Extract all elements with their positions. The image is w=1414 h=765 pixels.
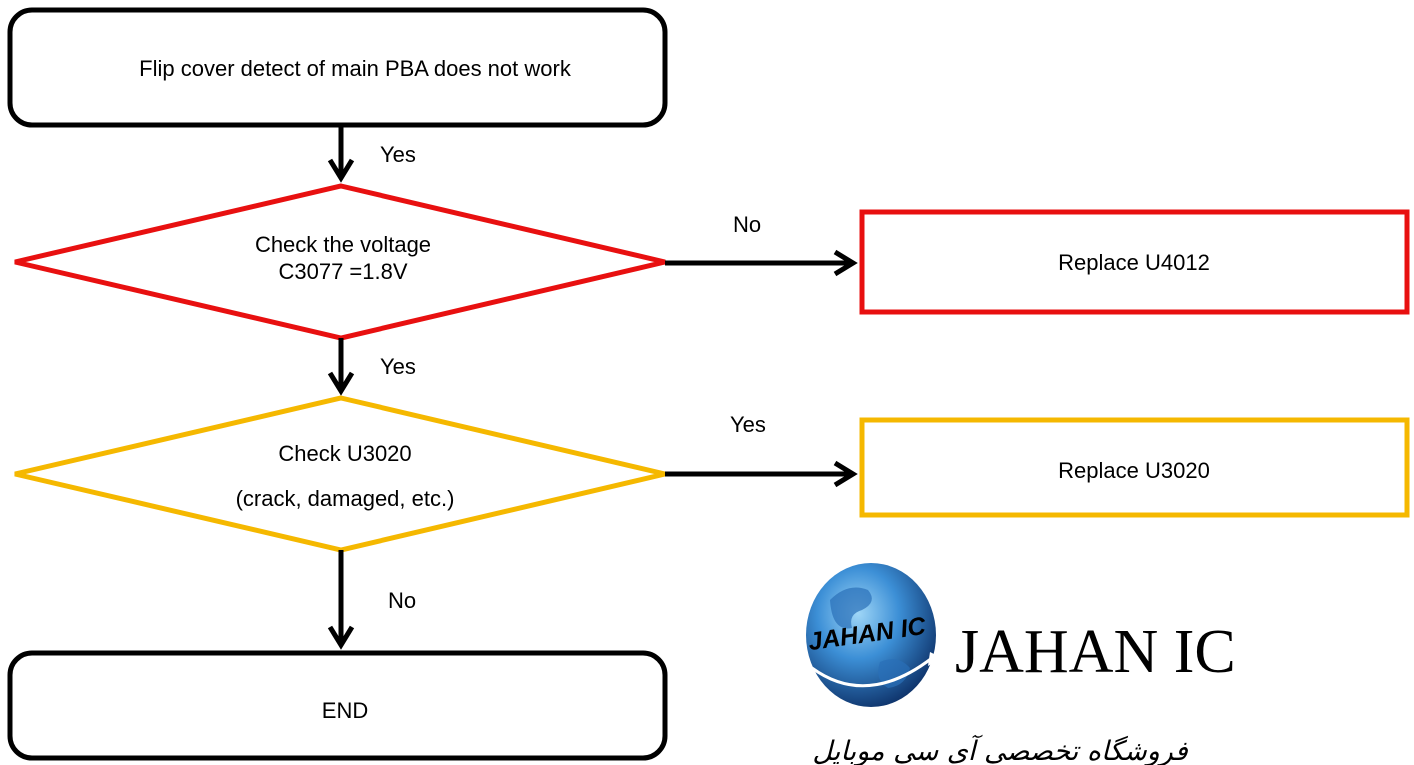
- edge-label-start-to-voltage: Yes: [380, 142, 416, 167]
- check-u3020-line2: (crack, damaged, etc.): [236, 486, 455, 511]
- end-node: END: [7, 650, 668, 761]
- arrow-u3020-to-replace: [665, 460, 858, 488]
- start-node: Flip cover detect of main PBA does not w…: [7, 7, 668, 128]
- edge-label-voltage-to-u3020: Yes: [380, 354, 416, 379]
- arrow-voltage-to-u3020: [327, 338, 355, 396]
- jahan-ic-logo: JAHAN IC JAHAN IC فروشگاه تخصصی آی سی مو…: [806, 563, 1236, 765]
- replace-u4012-label: Replace U4012: [1058, 250, 1210, 275]
- end-node-label: END: [322, 698, 368, 723]
- check-voltage-line1: Check the voltage: [255, 232, 431, 257]
- check-voltage-line2: C3077 =1.8V: [278, 259, 407, 284]
- globe-icon: JAHAN IC: [806, 563, 942, 707]
- logo-tagline: فروشگاه تخصصی آی سی موبایل: [812, 734, 1188, 765]
- edge-label-u3020-to-replace: Yes: [730, 412, 766, 437]
- replace-u3020-node: Replace U3020: [859, 417, 1410, 518]
- edge-label-voltage-to-u4012: No: [733, 212, 761, 237]
- arrow-start-to-voltage: [327, 125, 355, 183]
- edge-label-u3020-to-end: No: [388, 588, 416, 613]
- check-u3020-line1: Check U3020: [278, 441, 411, 466]
- logo-wordmark: JAHAN IC: [955, 618, 1236, 686]
- check-voltage-decision: Check the voltage C3077 =1.8V: [14, 183, 666, 341]
- replace-u3020-label: Replace U3020: [1058, 458, 1210, 483]
- check-u3020-decision: Check U3020 (crack, damaged, etc.): [14, 395, 666, 553]
- arrow-u3020-to-end: [327, 550, 355, 650]
- replace-u4012-node: Replace U4012: [859, 209, 1410, 315]
- arrow-voltage-to-u4012: [665, 249, 858, 277]
- start-node-label: Flip cover detect of main PBA does not w…: [139, 56, 572, 81]
